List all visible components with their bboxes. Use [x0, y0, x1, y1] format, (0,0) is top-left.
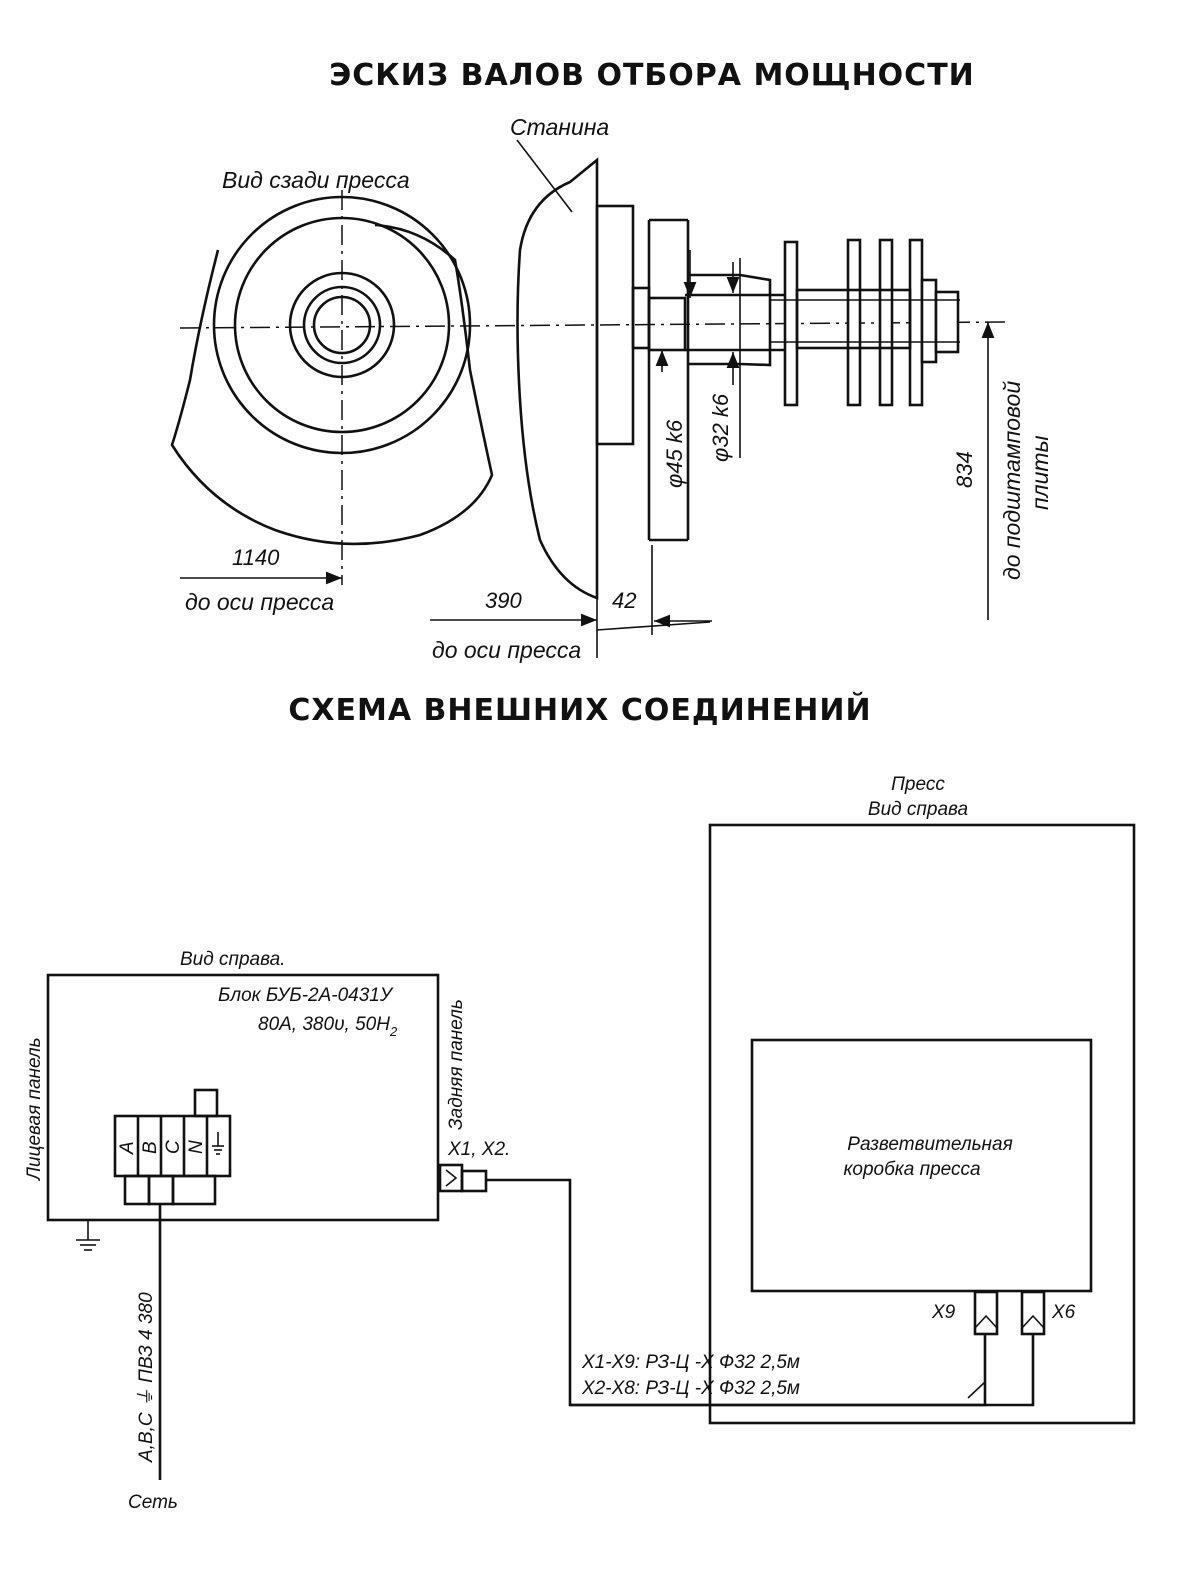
junction-box [750, 1038, 1093, 1293]
unit-outline [46, 973, 440, 1222]
terminal-ground-icon [212, 1132, 224, 1155]
press-label-2: Вид справа [868, 799, 968, 820]
nut-1 [920, 278, 938, 364]
connector-x1x2-plug [460, 1169, 488, 1193]
connector-x6-label: X6 [1051, 1302, 1076, 1323]
connector-x1x2 [438, 1163, 464, 1193]
terminal-foot-3 [171, 1174, 217, 1206]
connector-x1x2-pin [445, 1169, 458, 1187]
to-plate-label-2: плиты [1027, 435, 1053, 510]
dim-42: 42 [612, 588, 636, 613]
middle-ring [233, 216, 451, 434]
terminal-foot-1 [123, 1174, 151, 1206]
supply-cable-label: А,В,С ⏚ ПВЗ 4 380 [136, 1292, 157, 1463]
cable-1-label: X1-X9: РЗ-Ц -Х Ф32 2,5м [581, 1352, 800, 1373]
control-unit: Вид справа. Блок БУБ-2А-0431У 80А, 380υ,… [24, 949, 510, 1251]
press-box: Пресс Вид справа Разветвительная коробка… [708, 774, 1136, 1425]
nut-2 [934, 290, 960, 354]
front-panel-label: Лицевая панель [24, 1037, 45, 1182]
terminal-top-cap [193, 1088, 219, 1118]
dim-834: 834 [952, 451, 977, 488]
connector-x1x2-label: X1, X2. [447, 1139, 510, 1160]
horizontal-axis [179, 321, 1006, 329]
junction-box-label-1: Разветвительная [847, 1134, 1012, 1155]
unit-view-label: Вид справа. [180, 949, 285, 970]
unit-name: Блок БУБ-2А-0431У [218, 985, 394, 1006]
cables: X1-X9: РЗ-Ц -Х Ф32 2,5м X2-X8: РЗ-Ц -Х Ф… [128, 1178, 1035, 1513]
power-take-off-shaft [595, 204, 960, 542]
unit-rating-main: 80А, 380υ, 50Н [258, 1014, 390, 1035]
dim-834-group: 834 до подштамповой плиты [952, 322, 1053, 620]
dim-390-42-group: 390 42 до оси пресса [430, 545, 712, 663]
junction-box-label-2: коробка пресса [843, 1159, 980, 1180]
disc-2 [846, 238, 862, 407]
dim-d32: φ32 k6 [708, 393, 733, 462]
collar [631, 286, 651, 350]
terminal-b: B [140, 1141, 161, 1154]
frame-leader [516, 139, 573, 213]
disc-4 [908, 238, 924, 407]
connector-x9-label: X9 [931, 1302, 956, 1323]
frame-label: Станина [510, 114, 609, 140]
hub-shaft [795, 288, 912, 350]
terminal-a: A [117, 1141, 138, 1155]
rear-view-outline [170, 223, 494, 546]
terminal-n: N [186, 1140, 207, 1154]
dim-390: 390 [485, 588, 522, 613]
scheme-title: СХЕМА ВНЕШНИХ СОЕДИНЕНИЙ [288, 692, 871, 728]
cable-2-label: X2-X8: РЗ-Ц -Х Ф32 2,5м [581, 1378, 800, 1399]
connector-x9-pin [974, 1314, 998, 1329]
terminal-c: C [163, 1140, 184, 1154]
frame-outline [516, 157, 599, 600]
unit-rating: 80А, 380υ, 50Н2 [258, 1014, 398, 1039]
press-label-1: Пресс [891, 774, 945, 795]
dim-42-line [596, 621, 711, 631]
rear-view: Вид сзади пресса 1140 до оси пресса [170, 167, 1006, 615]
to-press-axis-label-1: до оси пресса [185, 589, 334, 615]
terminal-foot-2 [147, 1174, 175, 1206]
cable-x2-x6 [570, 1334, 1035, 1407]
to-press-axis-label-2: до оси пресса [432, 637, 581, 663]
disc-3 [878, 238, 894, 407]
press-outline [708, 823, 1136, 1425]
connector-x6-pin [1021, 1314, 1045, 1329]
connector-x9 [973, 1290, 999, 1336]
unit-rating-sub: 2 [389, 1024, 398, 1039]
dim-1140: 1140 [232, 545, 280, 570]
rear-panel-label: Задняя панель [446, 999, 467, 1130]
disc-1 [783, 240, 799, 407]
frame: Станина [510, 114, 609, 600]
shaft-taper [739, 273, 772, 367]
network-label: Сеть [128, 1492, 178, 1513]
cable-branch [967, 1381, 986, 1399]
connector-x6 [1020, 1290, 1046, 1336]
rear-view-label: Вид сзади пресса [222, 167, 410, 193]
chassis-ground-icon [76, 1220, 100, 1251]
sketch-title: ЭСКИЗ ВАЛОВ ОТБОРА МОЩНОСТИ [329, 58, 975, 93]
dim-d45: φ45 k6 [662, 419, 687, 488]
to-plate-label-1: до подштамповой [999, 381, 1025, 580]
